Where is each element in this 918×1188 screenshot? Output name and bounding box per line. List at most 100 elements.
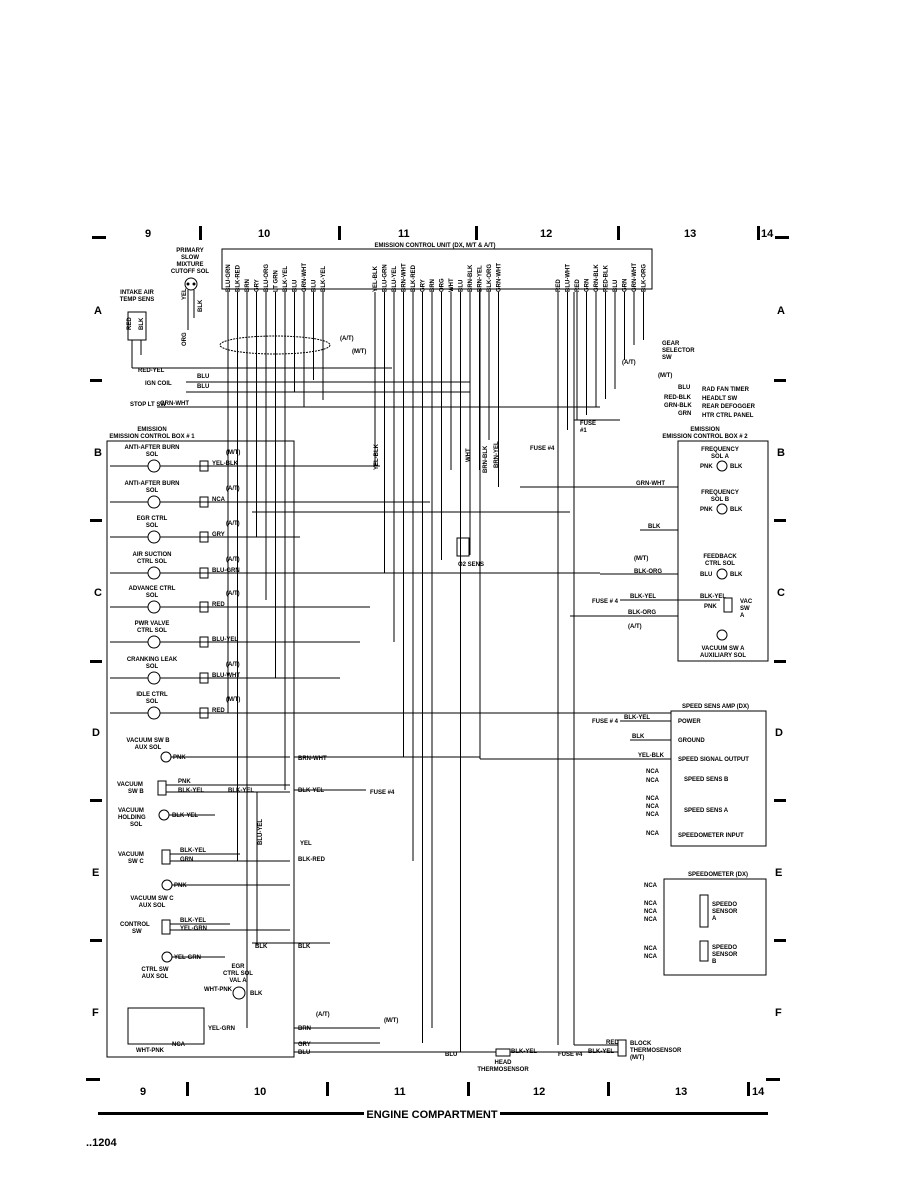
svg-text:THERMOSENSOR: THERMOSENSOR bbox=[477, 1067, 529, 1073]
svg-text:BRN: BRN bbox=[298, 1026, 311, 1032]
svg-text:12: 12 bbox=[533, 1086, 545, 1098]
svg-text:SW: SW bbox=[132, 929, 142, 935]
ecu-pin-label: GRN bbox=[623, 279, 629, 292]
ecu-pin-label: RED-BLK bbox=[604, 264, 610, 292]
svg-text:SPEEDOMETER INPUT: SPEEDOMETER INPUT bbox=[678, 833, 744, 839]
svg-text:IDLE CTRL: IDLE CTRL bbox=[136, 692, 168, 698]
solenoid-icon bbox=[147, 600, 161, 614]
solenoid-icon bbox=[161, 879, 173, 891]
svg-text:NCA: NCA bbox=[644, 901, 658, 907]
ecu-pin-label: RED bbox=[556, 279, 562, 292]
connector-icon bbox=[199, 636, 209, 648]
svg-text:BLU-YEL: BLU-YEL bbox=[212, 637, 238, 643]
svg-text:RED: RED bbox=[127, 317, 133, 330]
svg-text:SELECTOR: SELECTOR bbox=[662, 348, 695, 354]
svg-text:SOL: SOL bbox=[146, 488, 159, 494]
svg-text:BLK-YEL: BLK-YEL bbox=[588, 1049, 614, 1055]
ecu-pin-label: GRY bbox=[255, 279, 261, 292]
svg-text:(M/T): (M/T) bbox=[226, 450, 240, 456]
svg-text:B: B bbox=[712, 959, 717, 965]
svg-text:YEL-BLK: YEL-BLK bbox=[212, 461, 239, 467]
ecu-pin-label: BLU-GRN bbox=[383, 264, 389, 292]
section-title: ENGINE COMPARTMENT bbox=[366, 1109, 497, 1121]
svg-text:HTR CTRL PANEL: HTR CTRL PANEL bbox=[702, 413, 754, 419]
ecu-wires bbox=[227, 292, 644, 1052]
svg-text:13: 13 bbox=[675, 1086, 687, 1098]
svg-text:CUTOFF SOL: CUTOFF SOL bbox=[171, 269, 210, 275]
svg-text:BLK-YEL: BLK-YEL bbox=[624, 715, 650, 721]
svg-text:(A/T): (A/T) bbox=[340, 336, 354, 342]
svg-text:FREQUENCY: FREQUENCY bbox=[701, 447, 739, 453]
svg-text:BLU-YEL: BLU-YEL bbox=[258, 819, 264, 845]
svg-text:(M/T): (M/T) bbox=[352, 349, 366, 355]
ecu-pin-label: BLU bbox=[459, 280, 465, 292]
svg-text:VACUUM SW A: VACUUM SW A bbox=[702, 646, 746, 652]
svg-text:NCA: NCA bbox=[644, 883, 658, 889]
footer: ENGINE COMPARTMENT ..1204 bbox=[86, 1109, 768, 1149]
switch-icon bbox=[723, 597, 733, 613]
ecu-pin-label: GRN-BLK bbox=[594, 264, 600, 292]
svg-text:GRN-WHT: GRN-WHT bbox=[160, 401, 189, 407]
svg-text:INTAKE AIR: INTAKE AIR bbox=[120, 290, 154, 296]
svg-text:SW B: SW B bbox=[128, 789, 144, 795]
at-grouping bbox=[219, 335, 331, 355]
svg-text:PNK: PNK bbox=[178, 779, 191, 785]
grid-col-12: 12 bbox=[540, 228, 552, 240]
svg-text:(A/T): (A/T) bbox=[226, 557, 240, 563]
svg-text:VACUUM SW C: VACUUM SW C bbox=[130, 896, 174, 902]
box1-lower: VACUUM SW B AUX SOL PNK BRN-WHT VACUUM S… bbox=[117, 738, 480, 1056]
svg-text:BLK: BLK bbox=[250, 991, 263, 997]
ecu-pin-label: BLK-RED bbox=[411, 264, 417, 292]
svg-text:NCA: NCA bbox=[646, 778, 660, 784]
svg-text:BLK-RED: BLK-RED bbox=[298, 857, 326, 863]
svg-text:BLK-YEL: BLK-YEL bbox=[630, 594, 656, 600]
svg-text:IGN COIL: IGN COIL bbox=[145, 381, 172, 387]
svg-text:CONTROL: CONTROL bbox=[120, 922, 150, 928]
svg-text:10: 10 bbox=[254, 1086, 266, 1098]
svg-text:ADVANCE CTRL: ADVANCE CTRL bbox=[129, 586, 176, 592]
svg-text:VACUUM: VACUUM bbox=[118, 808, 144, 814]
svg-text:BLK-YEL: BLK-YEL bbox=[228, 788, 254, 794]
svg-text:EMISSION CONTROL BOX # 1: EMISSION CONTROL BOX # 1 bbox=[109, 434, 195, 440]
svg-text:BLK: BLK bbox=[298, 944, 311, 950]
connector-icon bbox=[199, 460, 209, 472]
solenoid-icon bbox=[147, 459, 161, 473]
intake-air-temp-sens: INTAKE AIR TEMP SENS RED BLK RED-YEL bbox=[120, 290, 392, 374]
svg-text:AUX SOL: AUX SOL bbox=[142, 974, 169, 980]
svg-text:(M/T): (M/T) bbox=[226, 697, 240, 703]
row-c-right: C bbox=[777, 587, 785, 599]
row-e-left: E bbox=[92, 867, 99, 879]
svg-text:#1: #1 bbox=[580, 428, 587, 434]
svg-text:BRN-WHT: BRN-WHT bbox=[298, 756, 327, 762]
svg-text:CTRL SOL: CTRL SOL bbox=[137, 628, 167, 634]
svg-text:BLK-YEL: BLK-YEL bbox=[180, 848, 206, 854]
svg-text:SOL B: SOL B bbox=[711, 497, 730, 503]
svg-text:GRN: GRN bbox=[678, 411, 691, 417]
row-c-left: C bbox=[94, 587, 102, 599]
red-yel-label: RED-YEL bbox=[138, 368, 165, 374]
svg-text:(M/T): (M/T) bbox=[384, 1018, 398, 1024]
svg-text:ANTI-AFTER BURN: ANTI-AFTER BURN bbox=[125, 445, 180, 451]
svg-text:A: A bbox=[740, 613, 745, 619]
svg-text:SPEEDOMETER (DX): SPEEDOMETER (DX) bbox=[688, 872, 748, 878]
ecu-pin-label: BLU-ORG bbox=[264, 264, 270, 292]
ecu-pin-label: GRN-WHT bbox=[302, 263, 308, 292]
svg-text:NCA: NCA bbox=[644, 917, 658, 923]
svg-text:SPEEDO: SPEEDO bbox=[712, 902, 737, 908]
svg-text:SOL: SOL bbox=[146, 452, 159, 458]
svg-text:EGR: EGR bbox=[231, 964, 245, 970]
svg-text:YEL: YEL bbox=[182, 288, 188, 300]
ecu-pin-label: WHT bbox=[449, 278, 455, 292]
svg-text:BLK-YEL: BLK-YEL bbox=[298, 788, 324, 794]
svg-text:HOLDING: HOLDING bbox=[118, 815, 146, 821]
svg-text:BLU-GRN: BLU-GRN bbox=[212, 568, 240, 574]
svg-text:WHT-PNK: WHT-PNK bbox=[136, 1048, 165, 1054]
svg-text:NCA: NCA bbox=[646, 812, 660, 818]
solenoid-icon bbox=[147, 495, 161, 509]
o2-sensor-icon bbox=[456, 537, 470, 557]
svg-text:BLK: BLK bbox=[730, 507, 743, 513]
svg-text:BLOCK: BLOCK bbox=[630, 1041, 652, 1047]
